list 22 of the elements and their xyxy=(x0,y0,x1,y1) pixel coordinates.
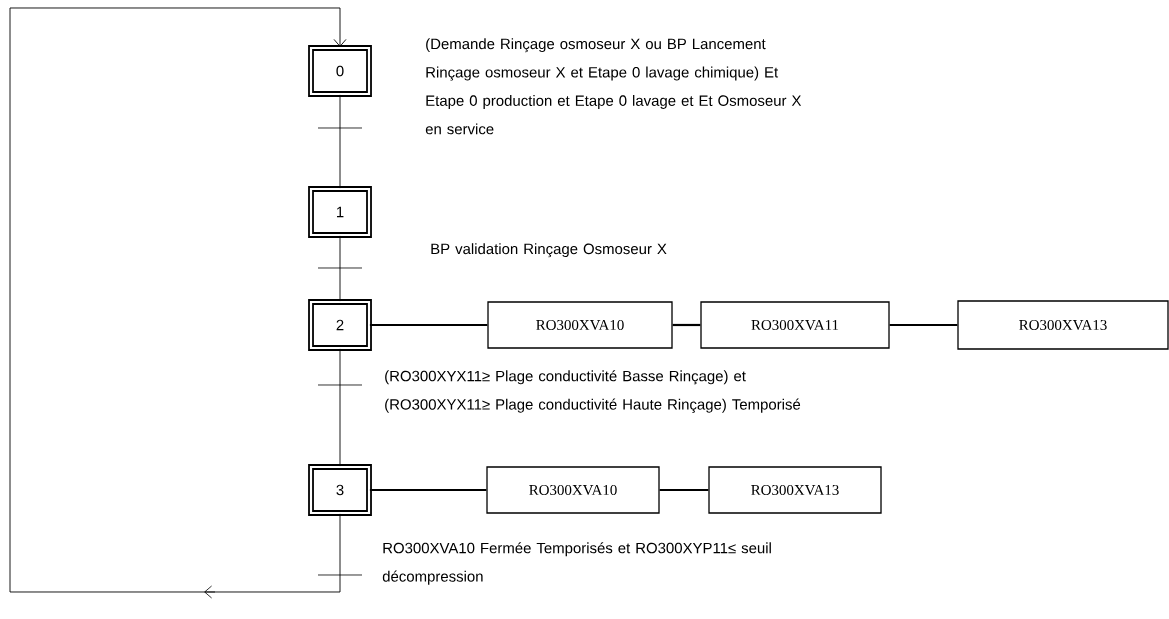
transition-condition: (RO300XYX11≥ Plage conductivité Basse Rinçage) et (RO300XYX11≥ Plage conductivité Haute Rinçage) Temporisé xyxy=(385,370,801,413)
step-box: 3 xyxy=(308,464,372,516)
action-link xyxy=(889,323,958,327)
step-box: 1 xyxy=(308,186,372,238)
action-link xyxy=(369,488,487,492)
action-box: RO300XVA13 xyxy=(708,466,882,514)
connector-line xyxy=(9,7,347,599)
step-box: 2 xyxy=(308,299,372,351)
connector-line xyxy=(339,94,341,189)
transition-condition: (Demande Rinçage osmoseur X ou BP Lancement Rinçage osmoseur X et Etape 0 lavage chimique) Et Etape 0 production et Etape 0 lavage et Et Osmoseur X en service xyxy=(425,38,802,135)
action-link xyxy=(369,323,488,327)
connector-line xyxy=(339,348,341,467)
action-box: RO300XVA13 xyxy=(957,300,1169,350)
action-box: RO300XVA11 xyxy=(700,301,890,349)
transition-condition: BP validation Rinçage Osmoseur X xyxy=(431,243,667,258)
action-link xyxy=(672,323,701,327)
transition-condition: RO300XVA10 Fermée Temporisés et RO300XYP11≤ seuil décompression xyxy=(382,542,771,585)
action-box: RO300XVA10 xyxy=(487,301,673,349)
action-link xyxy=(659,488,709,492)
action-box: RO300XVA10 xyxy=(486,466,660,514)
connector-line xyxy=(339,235,341,302)
step-box: 0 xyxy=(308,45,372,97)
